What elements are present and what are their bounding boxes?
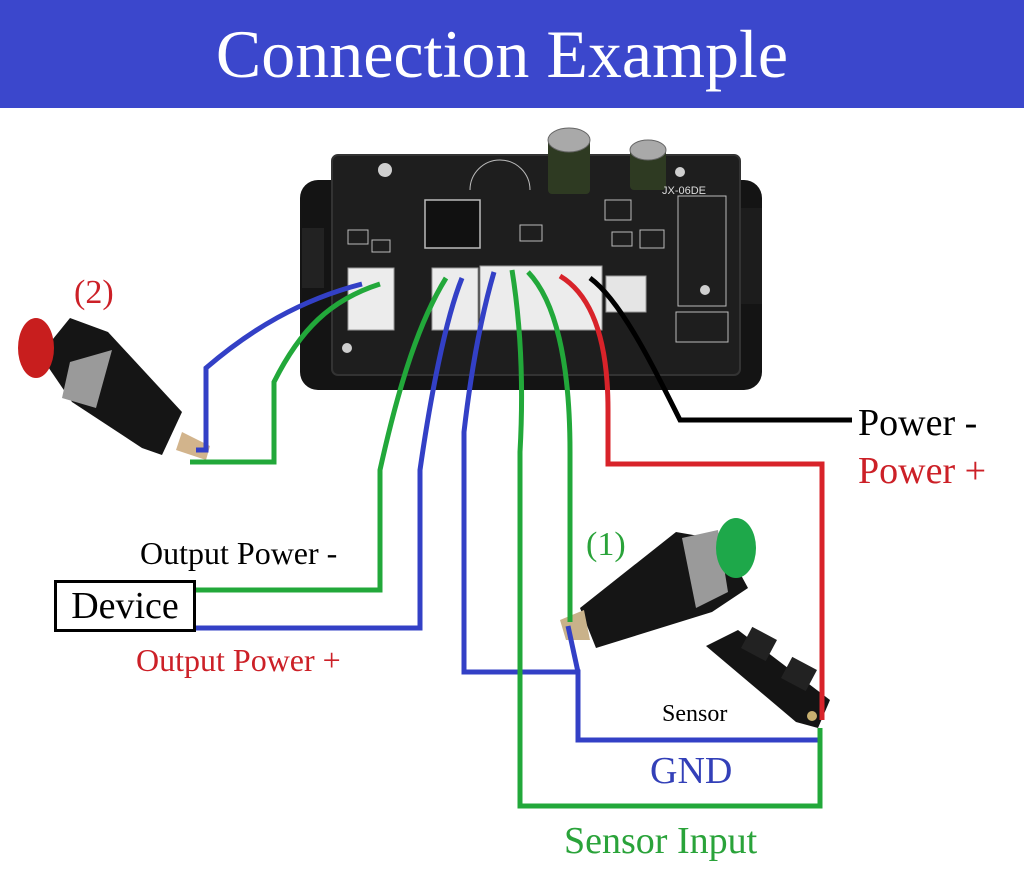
title-banner: Connection Example [0,0,1024,108]
wire-power-minus-black [588,275,852,423]
wire-button2-green [190,281,381,465]
wire-sensor-input-green [509,269,823,809]
wires [190,269,852,809]
label-power-plus: Power + [858,450,987,492]
controller-board: JX-06DE [300,127,762,390]
optical-sensor-image [706,626,830,728]
wire-button2-blue [196,281,363,453]
board-marking: JX-06DE [662,185,706,197]
label-sensor: Sensor [662,701,728,727]
wire-button1-green [526,270,573,622]
label-sensor-input: Sensor Input [564,820,758,862]
label-output-power-minus: Output Power - [140,535,338,571]
page-title: Connection Example [215,16,789,92]
push-button-2-image [18,318,210,460]
wire-button1-blue [565,625,581,673]
wire-power-plus-red [558,273,825,720]
device-box: Device [54,580,196,632]
label-button-2: (2) [74,274,114,311]
label-power-minus: Power - [858,402,978,444]
label-output-power-plus: Output Power + [136,642,341,678]
wire-output-plus-blue [196,277,465,631]
label-button-1: (1) [586,526,626,563]
wire-output-minus-green [196,276,449,593]
label-gnd: GND [650,750,733,792]
label-device: Device [71,585,179,627]
wire-gnd-blue [461,271,823,743]
